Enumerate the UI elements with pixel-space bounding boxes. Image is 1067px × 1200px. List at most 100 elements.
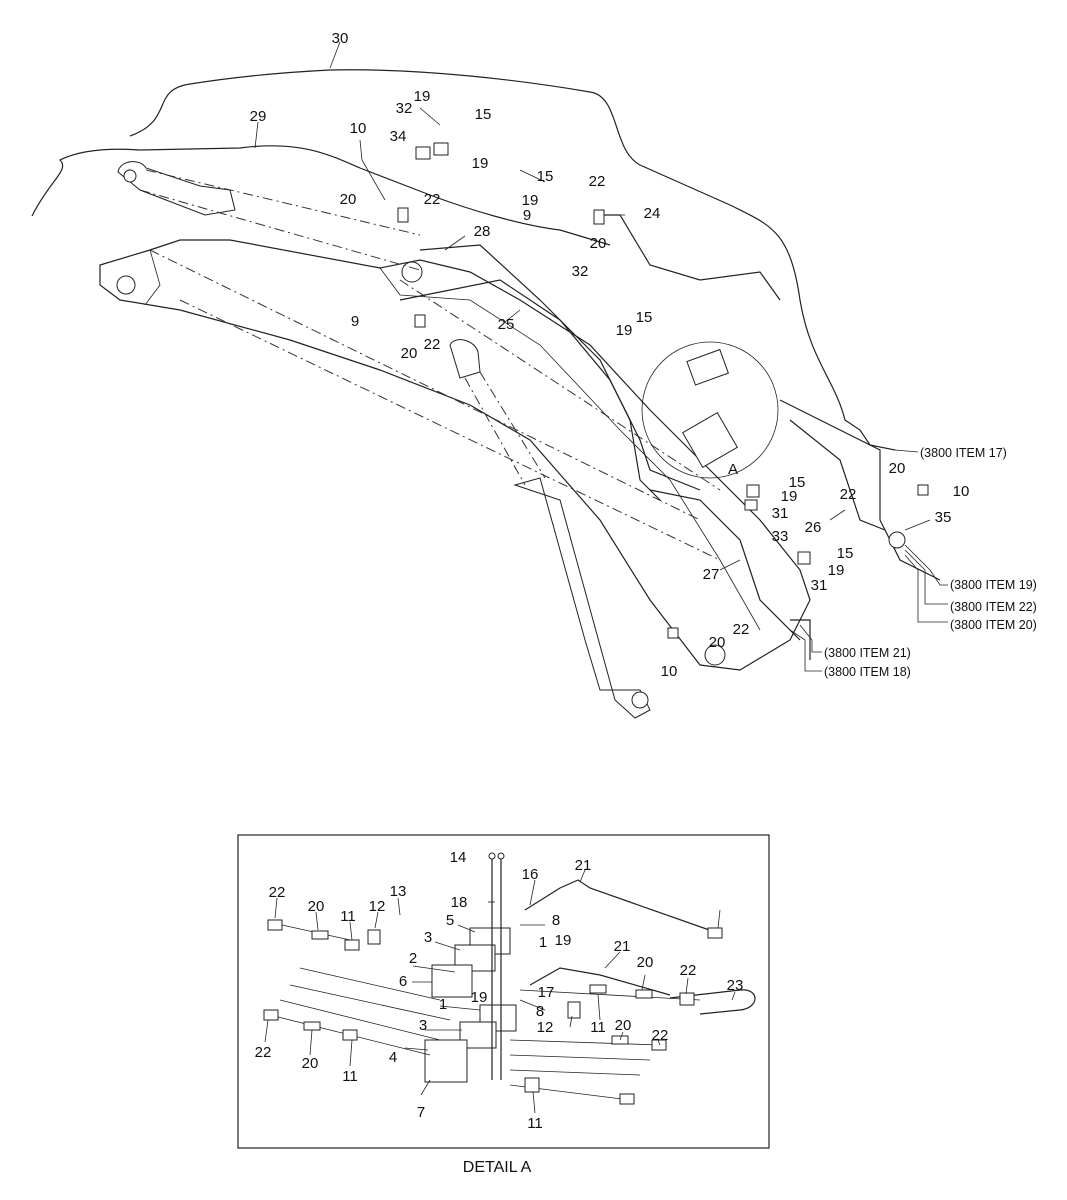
hose-23 [669, 989, 756, 1015]
callout: 2 [409, 950, 417, 967]
callout: 29 [250, 108, 267, 125]
detail-a-callout-circle [641, 341, 779, 479]
callout: 19 [472, 155, 489, 172]
hose-30 [129, 69, 896, 451]
ref-3800-item-19: (3800 ITEM 19) [950, 578, 1037, 592]
callout: 1 [539, 934, 547, 951]
callout: 20 [302, 1055, 319, 1072]
callout: 10 [953, 483, 970, 500]
callout: 11 [342, 1068, 358, 1085]
callout: 27 [703, 566, 720, 583]
callout: 11 [590, 1019, 606, 1036]
callout: 32 [396, 100, 413, 117]
callout: 13 [390, 883, 407, 900]
callout: 6 [399, 973, 407, 990]
detail-a-frame [237, 834, 770, 1149]
arm-cylinder-rod-end [631, 691, 649, 709]
callout: 15 [636, 309, 653, 326]
callout: 21 [614, 938, 631, 955]
callout: 15 [475, 106, 492, 123]
tube-26 [789, 419, 886, 531]
boom-end-pin [704, 644, 726, 666]
callout: 20 [637, 954, 654, 971]
callout: 8 [536, 1003, 544, 1020]
detail-a-panel [237, 834, 770, 1149]
callout: 25 [498, 316, 515, 333]
callout: 22 [733, 621, 750, 638]
callout: 5 [446, 912, 454, 929]
block-31b [797, 551, 811, 565]
callout: 15 [537, 168, 554, 185]
plug-10-right [917, 484, 929, 496]
callout: 10 [661, 663, 678, 680]
callout: 3 [419, 1017, 427, 1034]
boom-pin-hole [116, 275, 136, 295]
callout: 20 [615, 1017, 632, 1034]
reference-labels: (3800 ITEM 17) (3800 ITEM 19) (3800 ITEM… [824, 446, 1037, 679]
callout: 22 [269, 884, 286, 901]
callout: 22 [680, 962, 697, 979]
callout: 19 [781, 488, 798, 505]
callout: 20 [401, 345, 418, 362]
tube-28 [419, 244, 661, 501]
callout: 12 [369, 898, 386, 915]
valve-block [686, 348, 730, 386]
callout: 24 [644, 205, 661, 222]
callout: 19 [616, 322, 633, 339]
control-valve [681, 411, 739, 469]
clamp-35 [888, 531, 906, 549]
plug-10-bottom [667, 627, 679, 639]
tube-25 [399, 279, 701, 491]
reference-leaders [789, 449, 948, 672]
callout: 9 [523, 207, 531, 224]
callout: 28 [474, 223, 491, 240]
hose-21-upper [524, 879, 716, 933]
callout: 12 [537, 1019, 554, 1036]
main-assembly [31, 41, 941, 719]
callout: 20 [340, 191, 357, 208]
callout: 20 [709, 634, 726, 651]
callout: 7 [417, 1104, 425, 1121]
valve-section-6 [431, 964, 473, 998]
ref-3800-item-22: (3800 ITEM 22) [950, 600, 1037, 614]
coupler-22-mid [414, 314, 426, 328]
callout: 8 [552, 912, 560, 929]
detail-a-caption: DETAIL A [463, 1159, 532, 1176]
boom-pin-hole-2 [401, 261, 423, 283]
tube-27 [649, 489, 801, 641]
callout: 14 [450, 849, 467, 866]
ref-3800-item-18: (3800 ITEM 18) [824, 665, 911, 679]
callout: 9 [351, 313, 359, 330]
callout: 4 [389, 1049, 397, 1066]
callout: 20 [590, 235, 607, 252]
callout: 11 [340, 908, 356, 925]
callout: 19 [522, 192, 539, 209]
arm-cylinder [449, 339, 481, 379]
callout: 3 [424, 929, 432, 946]
fitting-rows [263, 919, 723, 1105]
valve-section-4 [424, 1039, 468, 1083]
callout: 23 [727, 977, 744, 994]
callout: 19 [471, 989, 488, 1006]
callout: 33 [772, 528, 789, 545]
boom-body [99, 239, 811, 671]
callout: 22 [589, 173, 606, 190]
callout: 19 [828, 562, 845, 579]
callout: 11 [527, 1115, 543, 1132]
callout: 34 [390, 128, 407, 145]
callout: 31 [811, 577, 828, 594]
ref-3800-item-17: (3800 ITEM 17) [920, 446, 1007, 460]
callout-detail-a-marker: A [728, 461, 738, 478]
coupler-22-top [593, 209, 605, 225]
callout: 1 [439, 996, 447, 1013]
callout-labels: 30 29 19 15 32 34 10 19 15 20 22 19 9 22… [250, 30, 970, 1132]
hose-24 [595, 214, 781, 301]
callout: 22 [424, 191, 441, 208]
callout: 35 [935, 509, 952, 526]
detail-leaders [264, 869, 736, 1114]
block-34 [415, 146, 431, 160]
hose-21-lower [529, 967, 671, 996]
callout: 17 [538, 984, 555, 1001]
hose-29 [31, 145, 611, 246]
